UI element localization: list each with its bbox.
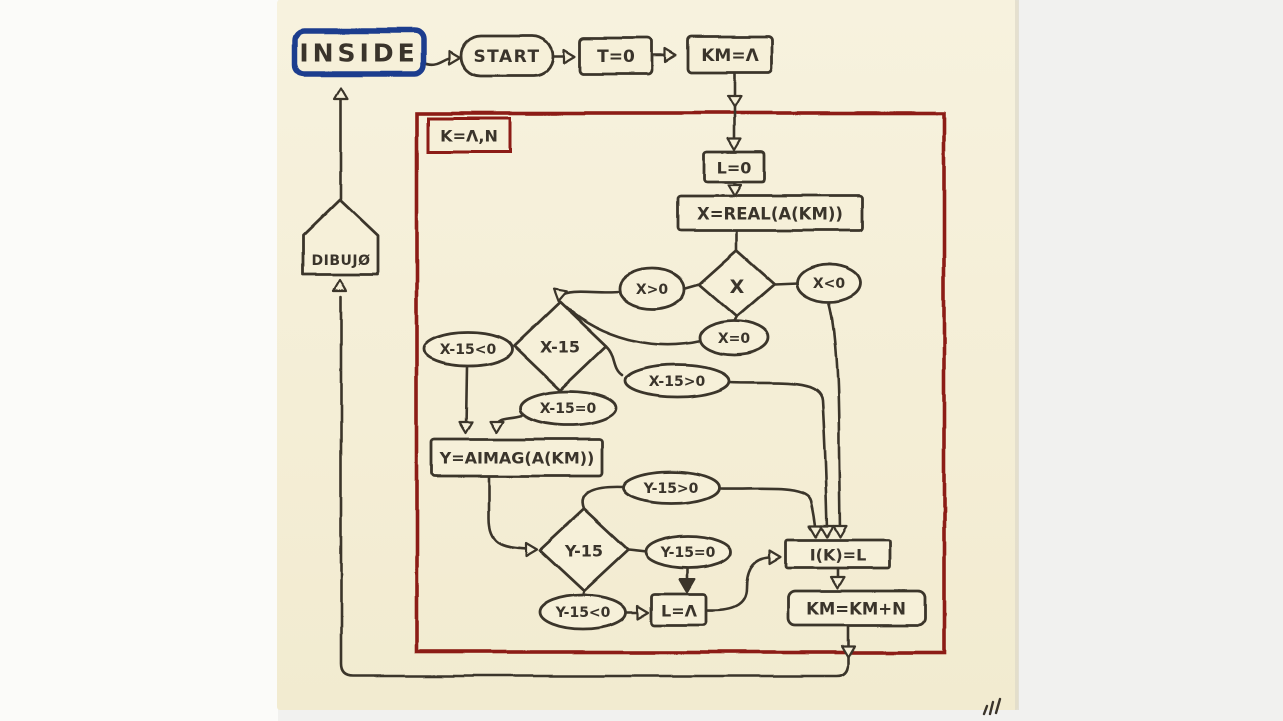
edge-yassign-y15test <box>487 473 530 550</box>
y15-lt-label: Y-15<0 <box>555 605 611 621</box>
km-init-label: KM=Λ <box>701 46 759 66</box>
dibujo-label: DIBUJØ <box>312 253 371 269</box>
corner-mark-stroke <box>994 697 1002 715</box>
edge-xlt-result <box>827 300 842 534</box>
y15-gt-label: Y-15>0 <box>643 481 699 497</box>
km-step-label: KM=KM+N <box>806 600 906 619</box>
start-label: START <box>473 47 540 67</box>
x15-gt-oval <box>623 363 731 399</box>
edge-xeq-x15test <box>564 305 703 346</box>
edge-y15gt-result <box>717 487 818 532</box>
edge-kmstep-dibujo <box>339 294 850 678</box>
t0-label: T=0 <box>597 47 635 67</box>
edge-x15test-x15gt <box>604 344 624 377</box>
x15-test-label: X-15 <box>540 338 580 357</box>
x-eq-oval <box>698 319 770 357</box>
y15-eq-oval <box>643 534 733 570</box>
x-lt-label: X<0 <box>813 276 846 292</box>
y15-test-label: Y-15 <box>564 542 603 561</box>
loop-boundary-group <box>415 111 946 654</box>
y-assign-node <box>430 437 604 478</box>
l0-label: L=0 <box>717 159 752 178</box>
t0-node <box>578 36 654 76</box>
paper-edge-shadow <box>1015 0 1019 710</box>
l-one-label: L=Λ <box>661 602 698 621</box>
edge-xtest-xlt <box>772 281 800 286</box>
corner-mark-stroke <box>988 700 995 716</box>
x-gt-label: X>0 <box>636 282 669 298</box>
x-test-label: X <box>730 276 745 298</box>
l0-node <box>702 150 766 184</box>
loop-label-box <box>426 116 512 154</box>
edge-x15lt-yassign <box>464 365 469 428</box>
inside-label: INSIDE <box>299 39 418 68</box>
node-labels: INSIDE START T=0 KM=Λ K=Λ,N L=0 X=REAL(A… <box>299 39 906 622</box>
node-shapes <box>292 28 927 659</box>
y15-test-diamond <box>538 507 630 593</box>
x-gt-oval <box>617 267 687 311</box>
result-label: I(K)=L <box>810 546 867 565</box>
dibujo-node <box>301 197 380 276</box>
x15-gt-label: X-15>0 <box>649 374 706 390</box>
result-node <box>784 538 892 570</box>
x-test-diamond <box>698 249 776 318</box>
x15-eq-label: X-15=0 <box>540 401 597 417</box>
edge-lone-result <box>704 555 774 612</box>
edge-y15test-y15gt <box>581 485 625 511</box>
corner-mark <box>982 697 1002 716</box>
corner-mark-stroke <box>982 704 989 716</box>
km-step-node <box>786 589 927 627</box>
x-assign-label: X=REAL(A(KM)) <box>697 205 843 224</box>
edge-xtest-xgt <box>684 282 702 290</box>
start-node <box>459 34 555 78</box>
x15-eq-oval <box>518 389 618 427</box>
edge-x15gt-result <box>727 380 829 532</box>
loop-boundary-box <box>415 111 946 654</box>
edge-y15test-y15eq <box>626 548 648 554</box>
y15-gt-oval <box>621 470 721 506</box>
km-init-node <box>686 35 774 74</box>
x-eq-label: X=0 <box>718 331 751 347</box>
y-assign-label: Y=AIMAG(A(KM)) <box>439 449 595 468</box>
x15-lt-label: X-15<0 <box>440 342 497 358</box>
y15-eq-label: Y-15=0 <box>660 545 716 561</box>
x-assign-node <box>676 194 864 232</box>
paper-sheet <box>277 0 1018 710</box>
left-margin <box>0 0 278 721</box>
l-one-node <box>650 592 708 627</box>
x-lt-oval <box>795 262 863 304</box>
loop-label: K=Λ,N <box>440 127 498 146</box>
x15-lt-oval <box>422 330 514 368</box>
inside-node <box>292 28 426 77</box>
y15-lt-oval <box>538 593 628 631</box>
